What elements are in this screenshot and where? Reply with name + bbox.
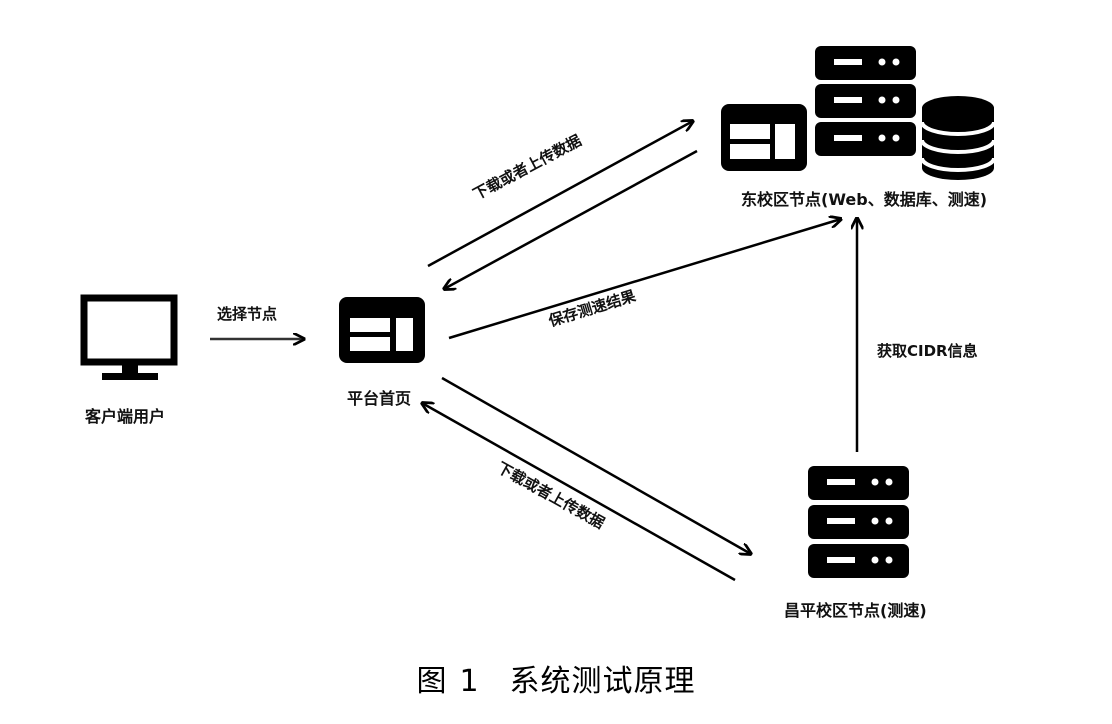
edge-label-select-node: 选择节点: [217, 305, 278, 323]
caption-fig: 图: [416, 664, 448, 699]
client-label: 客户端用户: [85, 407, 166, 426]
arrow-platform-to-east: [427, 121, 693, 268]
server-rack-icon: [808, 466, 909, 578]
edge-label-get-cidr: 获取CIDR信息: [877, 342, 978, 360]
arrow-platform-to-changping: [441, 376, 751, 554]
caption-number: 1: [459, 664, 480, 699]
east-node-label: 东校区节点(Web、数据库、测速): [741, 190, 988, 209]
arrow-platform-save-to-east: [448, 219, 841, 340]
server-rack-icon: [815, 46, 916, 156]
webpage-icon: [339, 297, 425, 363]
webpage-icon: [721, 104, 807, 171]
arrow-east-to-platform: [444, 149, 698, 289]
monitor-icon: [80, 294, 178, 380]
database-icon: [920, 96, 996, 180]
changping-node-label: 昌平校区节点(测速): [784, 601, 927, 620]
platform-label: 平台首页: [347, 389, 412, 408]
arrow-changping-to-platform: [422, 403, 736, 582]
caption-title: 系统测试原理: [509, 664, 696, 699]
